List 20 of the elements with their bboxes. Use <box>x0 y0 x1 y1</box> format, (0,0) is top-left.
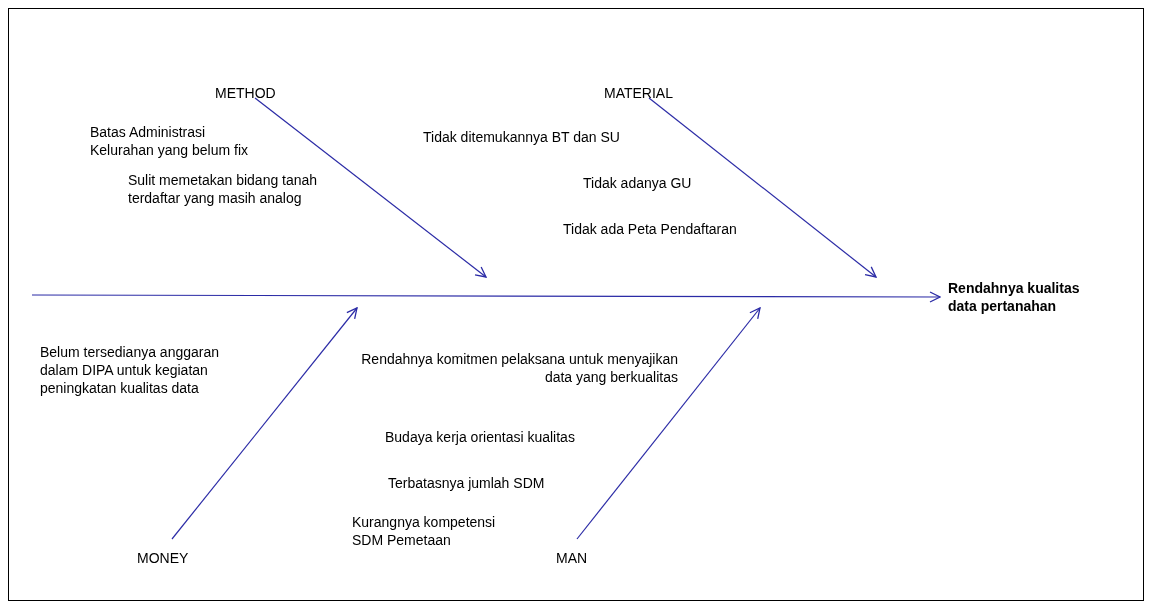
cause-text: Tidak ada Peta Pendaftaran <box>563 220 738 238</box>
arrow <box>254 97 487 278</box>
cause-text: Rendahnya komitmen pelaksana untuk menyajikan data yang berkualitas <box>360 350 678 386</box>
arrow <box>171 307 358 540</box>
arrow <box>576 307 761 540</box>
category-label: METHOD <box>215 84 276 102</box>
category-label: MAN <box>556 549 588 567</box>
category-label: MATERIAL <box>604 84 673 102</box>
arrow <box>648 97 877 278</box>
cause-text: Tidak adanya GU <box>583 174 693 192</box>
cause-text: Kurangnya kompetensi SDM Pemetaan <box>352 513 497 549</box>
arrow <box>31 291 941 303</box>
category-label: MONEY <box>137 549 189 567</box>
cause-text: Budaya kerja orientasi kualitas <box>385 428 576 446</box>
cause-text: Sulit memetakan bidang tanah terdaftar yang masih analog <box>128 171 319 207</box>
cause-text: Belum tersedianya anggaran dalam DIPA untuk kegiatan peningkatan kualitas data <box>40 343 220 397</box>
cause-text: Batas Administrasi Kelurahan yang belum fix <box>90 123 249 159</box>
effect-text: Rendahnya kualitas data pertanahan <box>948 279 1108 315</box>
cause-text: Tidak ditemukannya BT dan SU <box>423 128 621 146</box>
cause-text: Terbatasnya jumlah SDM <box>388 474 546 492</box>
